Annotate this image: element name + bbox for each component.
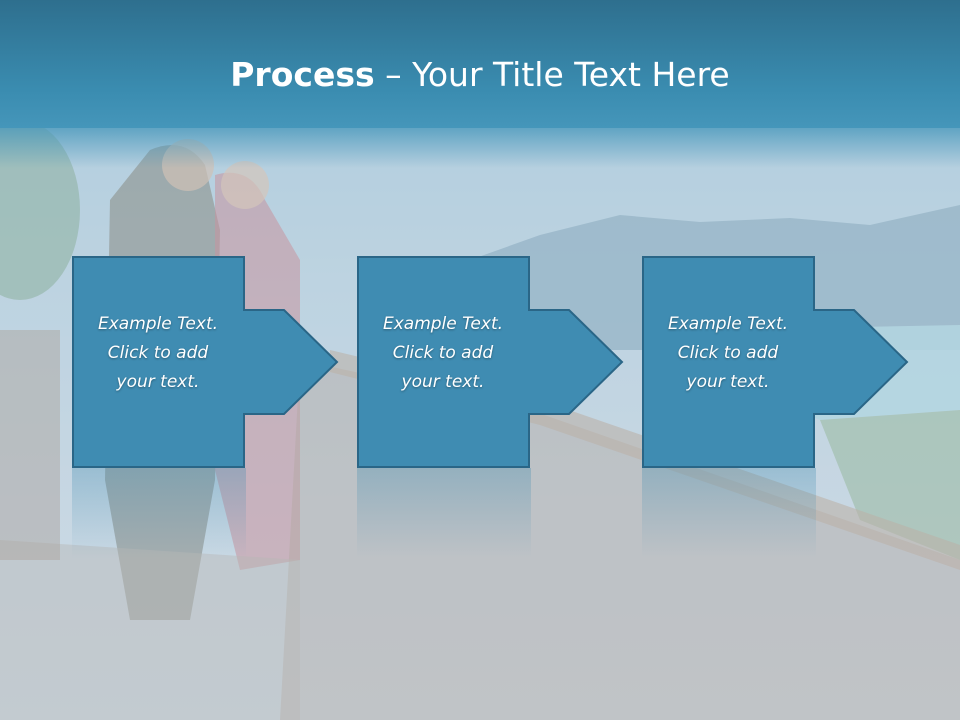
step-reflection-1 xyxy=(72,468,246,558)
step-text-2[interactable]: Example Text. Click to add your text. xyxy=(357,310,529,397)
step-text-3[interactable]: Example Text. Click to add your text. xyxy=(642,310,814,397)
step-line: your text. xyxy=(116,372,200,392)
process-step-2[interactable]: Example Text. Click to add your text. xyxy=(357,256,625,468)
person-head-woman xyxy=(221,161,269,209)
title-bar-fade xyxy=(0,128,960,168)
title-bold: Process xyxy=(230,55,375,94)
step-line: your text. xyxy=(401,372,485,392)
arrow-box-shape xyxy=(72,256,339,468)
arrow-box-shape xyxy=(357,256,624,468)
arrow-box-shape xyxy=(642,256,909,468)
step-reflection-3 xyxy=(642,468,816,558)
hills-right xyxy=(820,410,960,560)
step-text-1[interactable]: Example Text. Click to add your text. xyxy=(72,310,244,397)
step-reflection-2 xyxy=(357,468,531,558)
step-line: Example Text. xyxy=(382,314,504,334)
process-step-3[interactable]: Example Text. Click to add your text. xyxy=(642,256,910,468)
step-line: Example Text. xyxy=(97,314,219,334)
step-line: Click to add xyxy=(677,343,779,363)
slide-title[interactable]: Process – Your Title Text Here xyxy=(0,50,960,100)
title-rest: – Your Title Text Here xyxy=(374,55,730,94)
step-line: Click to add xyxy=(392,343,494,363)
railing-left xyxy=(0,330,60,560)
step-line: Example Text. xyxy=(667,314,789,334)
step-line: your text. xyxy=(686,372,770,392)
balcony-floor xyxy=(0,540,300,720)
title-bar xyxy=(0,0,960,128)
step-line: Click to add xyxy=(107,343,209,363)
process-step-1[interactable]: Example Text. Click to add your text. xyxy=(72,256,340,468)
